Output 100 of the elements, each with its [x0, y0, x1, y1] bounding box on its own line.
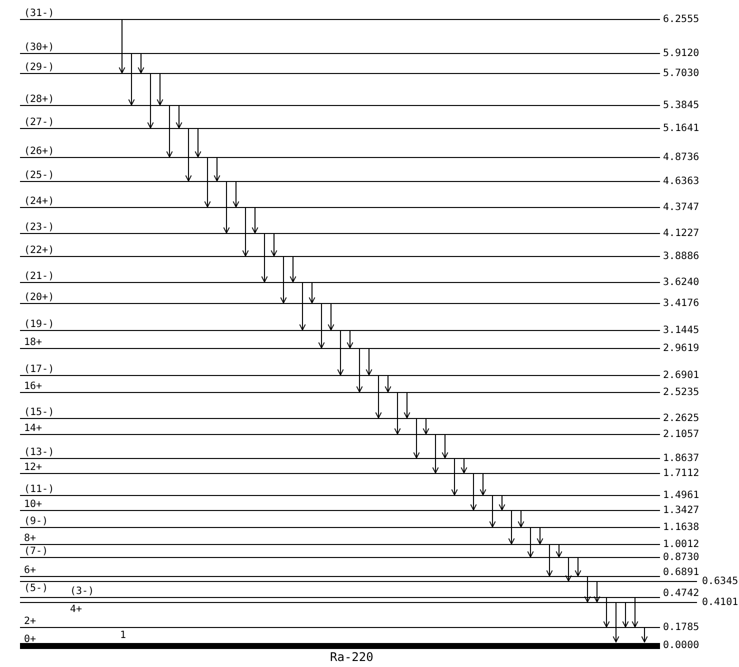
transition-arrow	[194, 128, 202, 158]
spin-parity-label: (5-)	[24, 583, 48, 594]
spin-parity-label: (24+)	[24, 196, 54, 207]
transition-arrow	[232, 182, 240, 208]
transition-arrow	[375, 376, 382, 418]
transition-arrow	[451, 458, 458, 496]
spin-parity-label: (31-)	[24, 8, 54, 19]
transition-arrow	[518, 510, 524, 528]
energy-label: 0.4101	[702, 597, 738, 608]
transition-arrow	[128, 54, 135, 106]
transition-arrow	[432, 434, 439, 474]
transition-arrow	[536, 528, 544, 544]
energy-label: 4.1227	[663, 228, 700, 239]
spin-parity-label: (9-)	[24, 516, 48, 527]
energy-label: 5.3845	[663, 100, 700, 111]
transition-arrow	[594, 582, 600, 602]
spin-parity-label: (30+)	[24, 42, 54, 53]
spin-parity-label: (13-)	[24, 447, 54, 458]
transition-arrow	[346, 330, 354, 348]
energy-label: 0.4742	[663, 588, 700, 599]
spin-parity-label: (20+)	[24, 292, 54, 303]
transition-arrow	[413, 418, 420, 458]
energy-label: 1.0012	[663, 539, 700, 550]
spin-parity-label: (17-)	[24, 364, 54, 375]
spin-parity-label: (7-)	[24, 546, 48, 557]
spin-parity-label: (29-)	[24, 62, 54, 73]
energy-label: 0.1785	[663, 622, 700, 633]
spin-parity-label: (28+)	[24, 94, 54, 105]
energy-label: 3.6240	[663, 277, 700, 288]
energy-label: 5.1641	[663, 123, 700, 134]
transition-arrow	[565, 558, 572, 582]
energy-label: 1.8637	[663, 453, 700, 464]
transition-arrow	[641, 628, 648, 642]
transition-arrow	[470, 474, 477, 510]
energy-label: 5.7030	[663, 68, 700, 79]
transition-arrow	[366, 348, 372, 376]
transition-arrow	[214, 158, 220, 182]
transition-arrow	[280, 256, 287, 304]
spin-parity-label: (19-)	[24, 319, 54, 330]
transition-arrow	[118, 20, 126, 74]
spin-parity-label: (22+)	[24, 245, 54, 256]
transition-arrow	[622, 602, 629, 628]
transition-arrow	[584, 576, 591, 602]
transition-arrow	[498, 496, 506, 510]
transition-arrow	[156, 74, 164, 106]
transition-arrow	[460, 458, 468, 474]
transition-arrow	[612, 602, 620, 642]
energy-label: 1.4961	[663, 490, 700, 501]
transition-arrow	[138, 54, 144, 74]
caption: Ra-220	[330, 651, 374, 663]
spin-parity-label: (3-)	[70, 586, 94, 597]
transition-arrow	[480, 474, 486, 496]
transition-arrow	[422, 418, 430, 434]
transition-arrow	[556, 544, 562, 558]
energy-label: 2.5235	[663, 387, 700, 398]
transition-arrow	[489, 496, 496, 528]
energy-label: 2.1057	[663, 429, 700, 440]
energy-label: 3.8886	[663, 251, 700, 262]
spin-parity-label: (21-)	[24, 271, 54, 282]
spin-parity-label: 6+	[24, 565, 36, 576]
spin-parity-label: (26+)	[24, 146, 54, 157]
energy-label: 1.3427	[663, 505, 700, 516]
spin-parity-label: 8+	[24, 533, 36, 544]
transition-arrow	[394, 392, 401, 434]
energy-label: 0.0000	[663, 640, 700, 651]
spin-parity-label: 16+	[24, 381, 42, 392]
transition-arrow	[242, 208, 249, 256]
transition-arrow	[546, 544, 553, 576]
energy-label: 4.8736	[663, 152, 700, 163]
spin-parity-label: 0+	[24, 634, 36, 645]
spin-parity-label: 12+	[24, 462, 42, 473]
energy-label: 5.9120	[663, 48, 700, 59]
energy-label: 0.6345	[702, 576, 738, 587]
spin-parity-label: (23-)	[24, 222, 54, 233]
spin-parity-label: (15-)	[24, 407, 54, 418]
transition-arrow	[270, 234, 278, 256]
transition-arrow	[147, 74, 154, 128]
transition-arrow	[442, 434, 448, 458]
energy-label: 0.8730	[663, 552, 700, 563]
transition-arrow	[318, 304, 325, 348]
energy-label: 6.2555	[663, 14, 700, 25]
transition-arrow	[308, 282, 316, 304]
transition-arrow	[328, 304, 334, 330]
energy-label: 2.6901	[663, 370, 700, 381]
spin-parity-label: 14+	[24, 423, 42, 434]
transition-arrow	[527, 528, 534, 558]
energy-label: 3.1445	[663, 325, 700, 336]
energy-label: 1.7112	[663, 468, 700, 479]
transition-arrow	[252, 208, 258, 234]
transition-arrow	[337, 330, 344, 376]
transition-arrow	[508, 510, 515, 544]
spin-parity-label: 4+	[70, 604, 82, 615]
energy-label: 4.3747	[663, 202, 700, 213]
transition-arrow	[299, 282, 306, 330]
spin-parity-label: 10+	[24, 499, 42, 510]
transition-arrow	[185, 128, 192, 182]
spin-parity-label: 18+	[24, 337, 42, 348]
transition-arrow	[223, 182, 230, 234]
transition-arrow	[574, 558, 582, 576]
transition-arrow	[290, 256, 296, 282]
